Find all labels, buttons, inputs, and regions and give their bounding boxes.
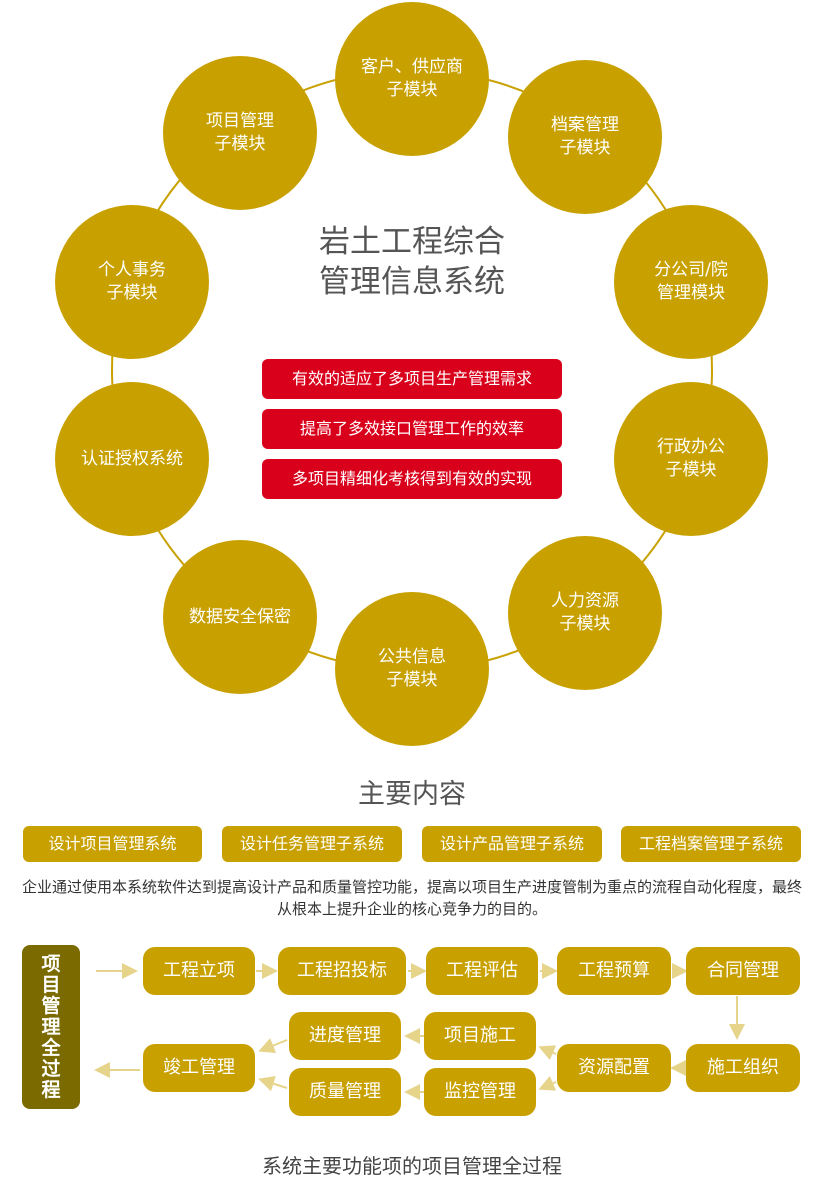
arrow-left-icon [538,1045,557,1061]
benefit-pill: 有效的适应了多项目生产管理需求 [262,359,562,399]
step-contract[interactable]: 合同管理 [686,947,800,995]
node-label: 认证授权系统 [81,448,183,469]
node-branch[interactable]: 分公司/院 管理模块 [614,205,768,359]
node-personal-affairs[interactable]: 个人事务 子模块 [55,205,209,359]
step-project-initiation[interactable]: 工程立项 [143,947,255,995]
step-resource[interactable]: 资源配置 [557,1044,671,1092]
subsystem-button[interactable]: 工程档案管理子系统 [621,826,801,862]
side-label-text: 项目管理全过程 [41,952,61,1101]
node-public-info[interactable]: 公共信息 子模块 [335,592,489,746]
benefit-pill: 提高了多效接口管理工作的效率 [262,409,562,449]
subsystem-button[interactable]: 设计任务管理子系统 [222,826,402,862]
section-title: 主要内容 [358,779,466,810]
node-label: 项目管理 子模块 [206,111,274,154]
step-construction-org[interactable]: 施工组织 [686,1044,800,1092]
node-label: 人力资源 子模块 [551,591,619,634]
node-auth[interactable]: 认证授权系统 [55,382,209,536]
node-label: 分公司/院 管理模块 [654,260,728,303]
step-construction[interactable]: 项目施工 [424,1012,536,1060]
arrow-left-icon [538,1075,557,1091]
node-project-management[interactable]: 项目管理 子模块 [163,56,317,210]
arrow-left-icon [258,1038,288,1053]
step-quality[interactable]: 质量管理 [289,1068,401,1116]
step-completion[interactable]: 竣工管理 [143,1044,255,1092]
subsystem-button[interactable]: 设计产品管理子系统 [422,826,602,862]
node-label: 数据安全保密 [189,606,291,627]
node-label: 个人事务 子模块 [98,260,166,303]
node-customer-supplier[interactable]: 客户、供应商 子模块 [335,2,489,156]
node-label: 客户、供应商 子模块 [361,57,463,100]
description-text: 企业通过使用本系统软件达到提高设计产品和质量管控功能，提高以项目生产进度管制为重… [21,878,802,918]
process-side-label: 项目管理全过程 [22,945,80,1109]
node-data-security[interactable]: 数据安全保密 [163,540,317,694]
arrow-left-icon [258,1076,288,1092]
node-label: 档案管理 子模块 [551,115,619,158]
benefit-pill: 多项目精细化考核得到有效的实现 [262,459,562,499]
center-title: 岩土工程综合 管理信息系统 [319,224,505,300]
node-label: 行政办公 子模块 [657,437,725,480]
node-human-resources[interactable]: 人力资源 子模块 [508,536,662,690]
footer-caption: 系统主要功能项的项目管理全过程 [262,1154,562,1178]
node-admin-office[interactable]: 行政办公 子模块 [614,382,768,536]
subsystem-button[interactable]: 设计项目管理系统 [23,826,202,862]
node-archive[interactable]: 档案管理 子模块 [508,60,662,214]
step-budget[interactable]: 工程预算 [557,947,671,995]
step-evaluation[interactable]: 工程评估 [426,947,538,995]
step-monitoring[interactable]: 监控管理 [424,1068,536,1116]
step-bidding[interactable]: 工程招投标 [278,947,406,995]
node-label: 公共信息 子模块 [378,647,446,690]
step-progress[interactable]: 进度管理 [289,1012,401,1060]
